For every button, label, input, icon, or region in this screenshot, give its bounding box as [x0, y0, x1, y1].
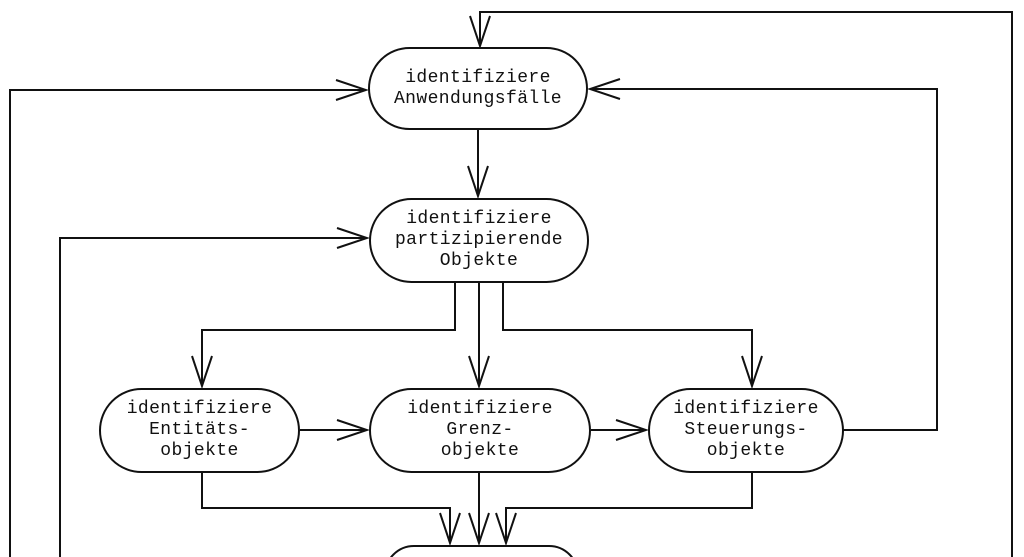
node-identifiziere-entitaetsobjekte: identifiziere Entitäts- objekte [99, 388, 300, 473]
connector-feedback-outer-right [480, 11, 1013, 557]
connector-entitaets-to-bottom [201, 473, 450, 543]
connector-feedback-left-to-partizipierende [59, 238, 367, 557]
node-identifiziere-grenzobjekte: identifiziere Grenz- objekte [369, 388, 591, 473]
node-identifiziere-partizipierende-objekte: identifiziere partizipierende Objekte [369, 198, 589, 283]
node-bottom-partial [384, 545, 579, 557]
node-identifiziere-anwendungsfaelle: identifiziere Anwendungsfälle [368, 47, 588, 130]
connector-partizipierende-to-entitaets [202, 283, 456, 386]
connector-feedback-left-to-anwendungsfaelle [9, 90, 366, 557]
connector-steuerungs-to-anwendungsfaelle [590, 89, 938, 431]
node-identifiziere-steuerungsobjekte: identifiziere Steuerungs- objekte [648, 388, 844, 473]
connector-partizipierende-to-steuerungs [502, 283, 752, 386]
connector-steuerungs-to-bottom [506, 473, 753, 543]
